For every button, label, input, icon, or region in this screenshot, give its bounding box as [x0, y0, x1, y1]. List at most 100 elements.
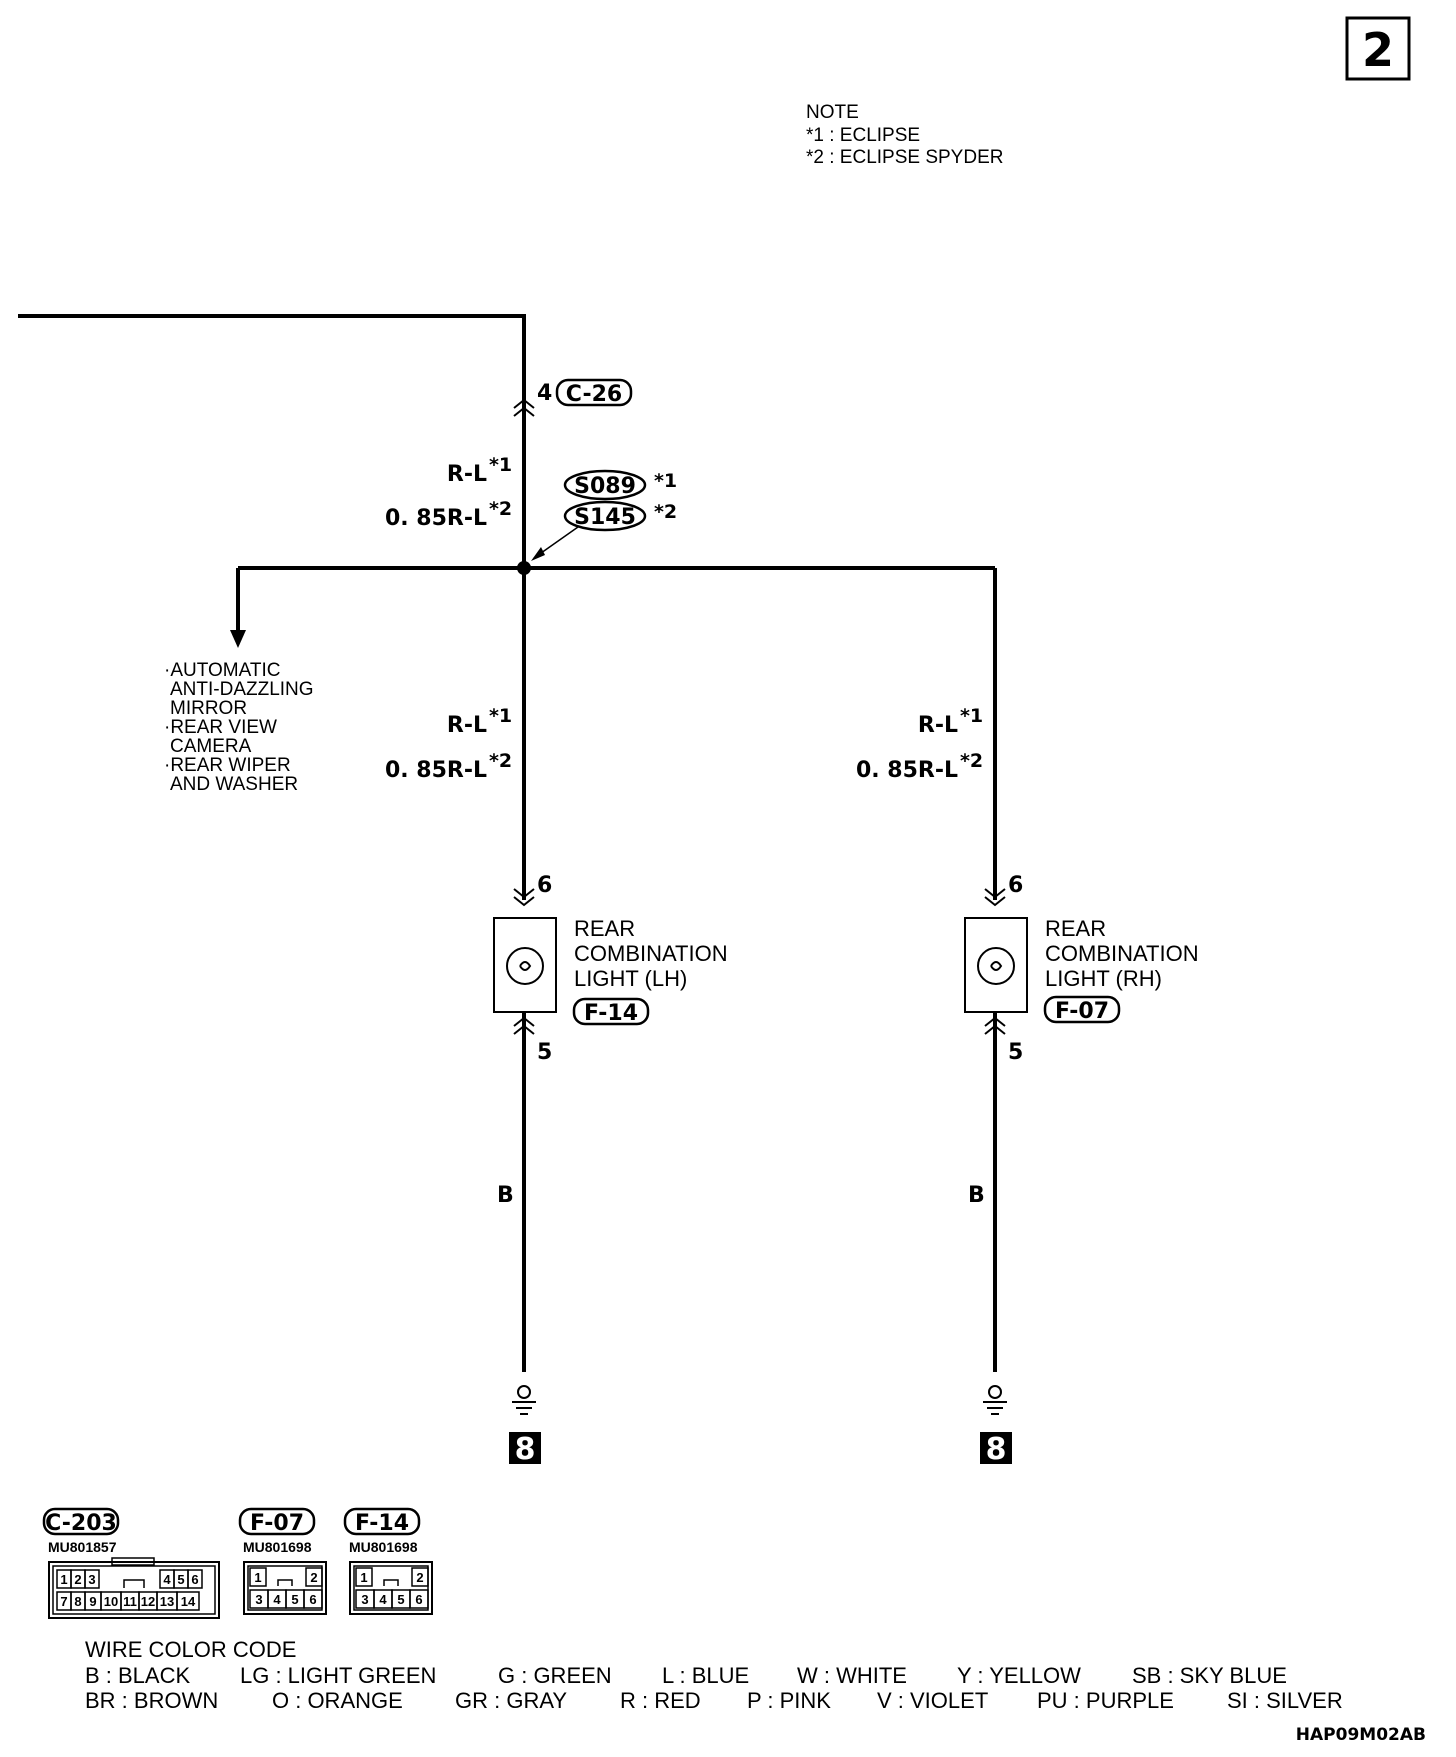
dest-line-5: CAMERA [170, 736, 252, 757]
c203-pin-4: 4 [163, 1572, 171, 1587]
rh-ground-number-text: 8 [986, 1432, 1007, 1467]
f07-pin-3: 3 [255, 1592, 262, 1607]
rh-pin-bottom: 5 [1008, 1040, 1023, 1065]
wcc-si: SI : SILVER [1227, 1688, 1343, 1713]
lh-pin-bottom: 5 [537, 1040, 552, 1065]
upper-spec-1: R-L [447, 462, 487, 487]
c203-pin-12: 12 [141, 1594, 155, 1609]
c203-pin-7: 7 [60, 1594, 67, 1609]
lh-wire-spec: R-L *1 0. 85R-L *2 [385, 705, 512, 783]
c203-id: C-203 [45, 1511, 117, 1536]
rh-spec-2: 0. 85R-L [856, 758, 958, 783]
f07-id: F-07 [250, 1511, 304, 1536]
dest-line-1: ·AUTOMATIC [164, 660, 280, 681]
lh-ground-number-text: 8 [515, 1432, 536, 1467]
rh-name-3: LIGHT (RH) [1045, 966, 1162, 991]
rear-combination-light-lh: 6 5 REAR COMBINATION LIGHT (LH) F-14 [493, 873, 728, 1065]
c203-pin-2: 2 [74, 1572, 81, 1587]
upper-mark-1: *1 [489, 454, 512, 476]
connector-diagram-c203: C-203 MU801857 1 2 3 4 5 6 7 8 [42, 1507, 220, 1619]
rh-name-1: REAR [1045, 916, 1106, 941]
rh-mark-2: *2 [960, 750, 983, 772]
lh-ground-icon [512, 1385, 536, 1415]
f14-pin-5: 5 [397, 1592, 404, 1607]
rh-name-2: COMBINATION [1045, 941, 1199, 966]
lh-spec-2: 0. 85R-L [385, 758, 487, 783]
wcc-y: Y : YELLOW [957, 1663, 1081, 1688]
f14-part: MU801698 [349, 1539, 418, 1555]
dest-line-4: ·REAR VIEW [164, 717, 277, 738]
lh-name-3: LIGHT (LH) [574, 966, 687, 991]
splice-mark-2: *2 [654, 501, 677, 523]
connector-diagram-f07: F-07 MU801698 1 2 3 4 5 6 [238, 1507, 327, 1615]
dest-line-3: MIRROR [170, 698, 247, 719]
wcc-gr: GR : GRAY [455, 1688, 567, 1713]
wcc-lg: LG : LIGHT GREEN [240, 1663, 436, 1688]
wcc-pu: PU : PURPLE [1037, 1688, 1174, 1713]
lh-spec-1: R-L [447, 713, 487, 738]
splice-id-2: S145 [574, 505, 636, 530]
lh-bulb-icon [506, 947, 544, 985]
rh-pin-top: 6 [1008, 873, 1023, 898]
lh-ground-wire: B [497, 1183, 514, 1208]
c203-pin-11: 11 [123, 1594, 137, 1609]
wcc-br: BR : BROWN [85, 1688, 218, 1713]
upper-mark-2: *2 [489, 498, 512, 520]
note-block: NOTE *1 : ECLIPSE *2 : ECLIPSE SPYDER [806, 102, 1003, 168]
wcc-l: L : BLUE [662, 1663, 749, 1688]
f14-id: F-14 [355, 1511, 409, 1536]
f07-pin-2: 2 [310, 1570, 317, 1585]
page-number: 2 [1362, 23, 1394, 77]
f14-pin-6: 6 [415, 1592, 422, 1607]
c203-pin-10: 10 [104, 1594, 118, 1609]
note-title: NOTE [806, 102, 859, 123]
splice-mark-1: *1 [654, 470, 677, 492]
wire-color-code: WIRE COLOR CODE B : BLACK LG : LIGHT GRE… [85, 1637, 1343, 1713]
splice-id-1: S089 [574, 474, 636, 499]
connector-chevrons [513, 398, 1006, 1035]
connector-diagram-f14: F-14 MU801698 1 2 3 4 5 6 [343, 1507, 433, 1615]
f07-pin-4: 4 [273, 1592, 281, 1607]
connector-c26: 4 C-26 [537, 378, 633, 407]
wires [18, 314, 997, 1372]
lh-mark-2: *2 [489, 750, 512, 772]
lh-connector: F-14 [584, 1001, 638, 1026]
c203-pin-8: 8 [74, 1594, 81, 1609]
f14-pin-3: 3 [361, 1592, 368, 1607]
c203-pin-6: 6 [191, 1572, 198, 1587]
c203-part: MU801857 [48, 1539, 117, 1555]
wcc-v: V : VIOLET [877, 1688, 988, 1713]
f14-pin-4: 4 [379, 1592, 387, 1607]
note-item-1: *1 : ECLIPSE [806, 125, 920, 146]
wcc-w: W : WHITE [797, 1663, 907, 1688]
rh-ground-icon [983, 1385, 1007, 1415]
lh-mark-1: *1 [489, 705, 512, 727]
rear-combination-light-rh: 6 5 REAR COMBINATION LIGHT (RH) F-07 [964, 873, 1199, 1065]
rh-wire-spec: R-L *1 0. 85R-L *2 [856, 705, 983, 783]
note-item-2: *2 : ECLIPSE SPYDER [806, 147, 1003, 168]
upper-spec-2: 0. 85R-L [385, 506, 487, 531]
drawing-code: HAP09M02AB [1296, 1725, 1426, 1745]
wcc-b: B : BLACK [85, 1663, 190, 1688]
c203-pin-3: 3 [88, 1572, 95, 1587]
f14-pin-2: 2 [416, 1570, 423, 1585]
rh-ground-wire: B [968, 1183, 985, 1208]
dest-line-2: ANTI-DAZZLING [170, 679, 314, 700]
c203-pin-9: 9 [89, 1594, 96, 1609]
dest-line-6: ·REAR WIPER [164, 755, 291, 776]
wcc-g: G : GREEN [498, 1663, 612, 1688]
lh-pin-top: 6 [537, 873, 552, 898]
f07-pin-5: 5 [291, 1592, 298, 1607]
c203-pin-1: 1 [60, 1572, 67, 1587]
c203-pin-5: 5 [177, 1572, 184, 1587]
f14-pin-1: 1 [360, 1570, 367, 1585]
wcc-o: O : ORANGE [272, 1688, 403, 1713]
f07-pin-1: 1 [254, 1570, 261, 1585]
c26-pin: 4 [537, 381, 552, 406]
wcc-title: WIRE COLOR CODE [85, 1637, 296, 1662]
branch-arrow [230, 630, 246, 648]
lh-name-2: COMBINATION [574, 941, 728, 966]
rh-mark-1: *1 [960, 705, 983, 727]
rh-bulb-icon [977, 947, 1015, 985]
